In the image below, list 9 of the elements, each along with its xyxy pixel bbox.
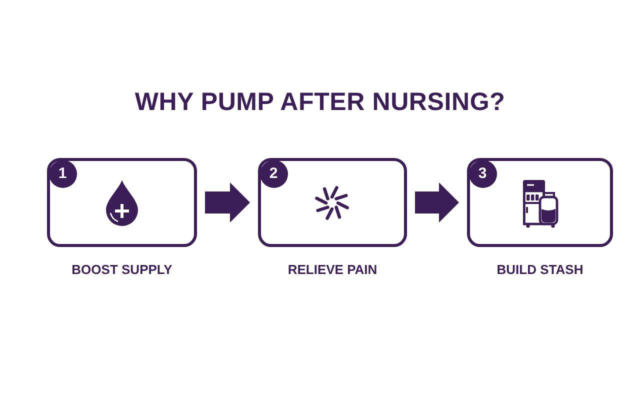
block-arrow	[415, 182, 459, 222]
step-label: BUILD STASH	[496, 262, 584, 278]
step-label: BOOST SUPPLY	[72, 262, 172, 278]
diagram-title: WHY PUMP AFTER NURSING?	[134, 88, 506, 116]
step-number-badge: 3	[468, 160, 496, 188]
block-arrow	[205, 182, 250, 222]
step-number-badge: 2	[260, 160, 288, 188]
step-number-badge: 1	[48, 160, 76, 188]
step-label: RELIEVE PAIN	[288, 262, 378, 278]
